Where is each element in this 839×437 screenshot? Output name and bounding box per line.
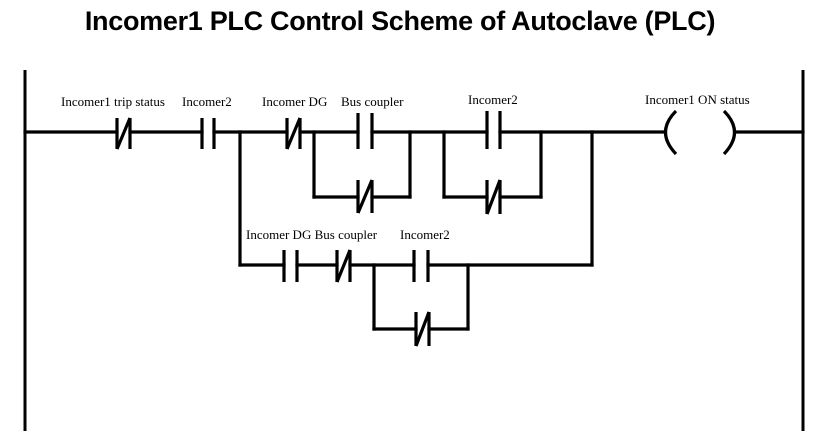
label-incomer-dg: Incomer DG <box>262 94 327 109</box>
label-incomer2-main: Incomer2 <box>182 94 232 109</box>
contact-c2-no <box>200 118 216 149</box>
label-incomer1-trip-status: Incomer1 trip status <box>61 94 165 109</box>
output-coil <box>663 109 737 156</box>
contact-c11-nc <box>414 311 431 347</box>
contact-c3-nc <box>285 117 302 150</box>
diagram-title: Incomer1 PLC Control Scheme of Autoclave… <box>84 6 716 36</box>
label-incomer-dg-bus-coupler-lower: Incomer DG Bus coupler <box>246 227 378 242</box>
contact-c10-no <box>412 250 430 282</box>
label-incomer2-branch: Incomer2 <box>468 92 518 107</box>
lower-rung-wires <box>238 263 594 331</box>
contact-c7-nc <box>485 179 502 215</box>
contact-c5-nc <box>356 179 374 214</box>
main-rung-wires <box>23 130 805 267</box>
label-incomer2-lower: Incomer2 <box>400 227 450 242</box>
contact-c9-nc <box>335 249 352 283</box>
contact-c4-no <box>356 113 374 149</box>
contact-c1-nc <box>115 117 132 150</box>
contact-c6-no <box>485 111 502 149</box>
label-bus-coupler: Bus coupler <box>341 94 404 109</box>
label-incomer1-on-status: Incomer1 ON status <box>645 92 750 107</box>
contact-c8-no <box>282 250 299 282</box>
